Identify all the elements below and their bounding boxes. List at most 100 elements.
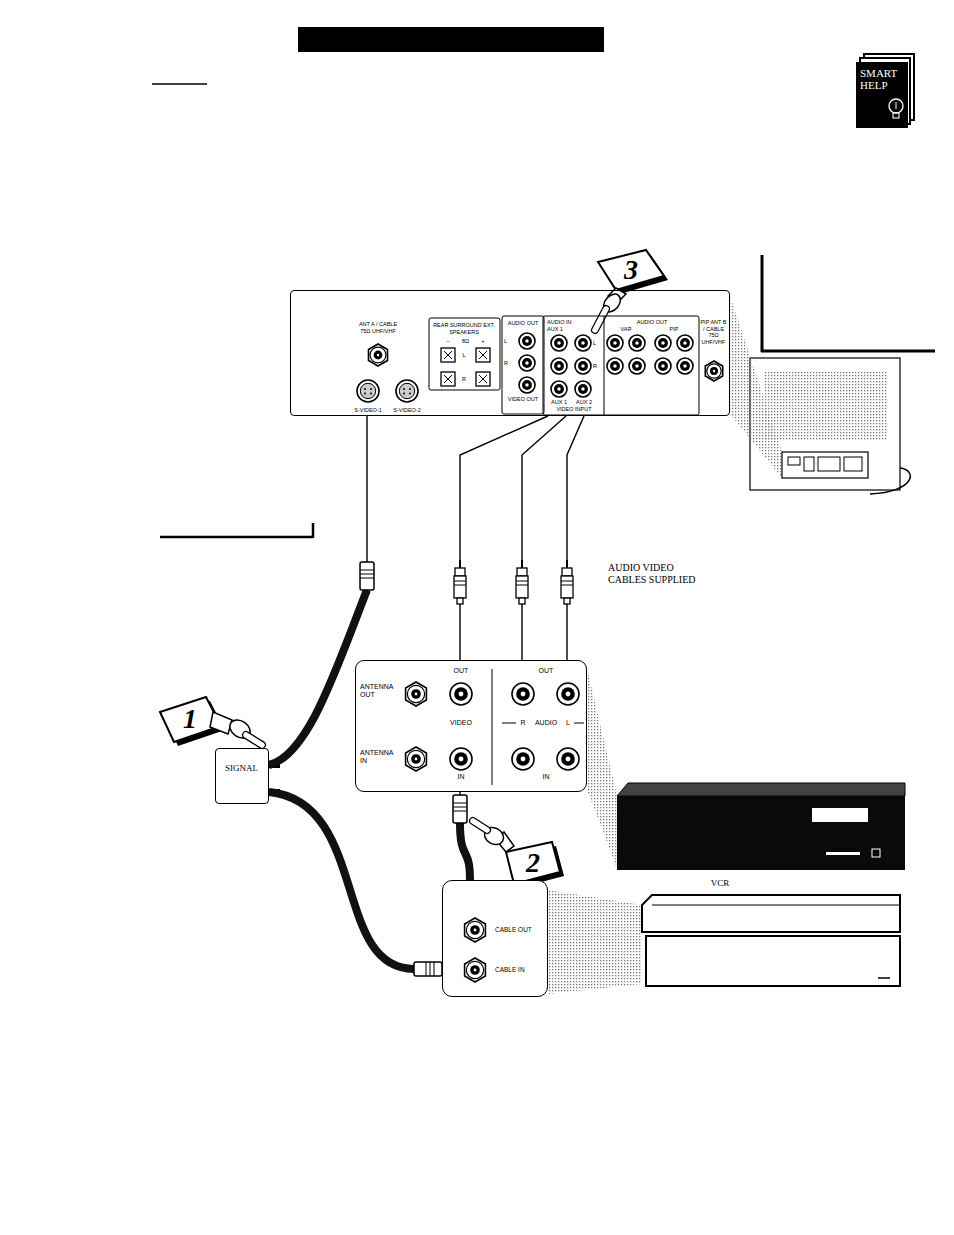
- title-bar: [298, 27, 604, 52]
- rca-plug: [516, 585, 528, 586]
- cable-line: [567, 416, 584, 560]
- panel-rule: [492, 669, 493, 785]
- tv-set: [765, 372, 887, 440]
- s-video-jack: [370, 388, 372, 390]
- rca-plug: [454, 581, 466, 582]
- speaker-terminal: [441, 372, 455, 386]
- vcr-unit: [617, 796, 905, 870]
- vcr-unit: [812, 808, 868, 822]
- rca-jack: [578, 384, 588, 394]
- coax-jack: [407, 685, 424, 702]
- coax-jack: [466, 961, 483, 978]
- bulb-icon: [893, 113, 899, 118]
- rca-jack: [557, 341, 561, 345]
- tv-set: [782, 452, 868, 478]
- rca-jack: [525, 361, 529, 365]
- rca-plug: [561, 576, 573, 598]
- panel-text: VIDEO OUT: [503, 396, 543, 403]
- pointer-hand-1: [246, 735, 262, 745]
- speaker-terminal: [444, 351, 452, 359]
- callout-number: 1: [176, 703, 204, 735]
- rca-jack: [677, 358, 693, 374]
- coax-jack: [466, 921, 483, 938]
- rca-jack: [629, 358, 645, 374]
- speaker-terminal: [441, 348, 455, 362]
- coax-jack: [377, 354, 380, 357]
- bulb-icon: [896, 102, 897, 109]
- coax-connector: [434, 962, 435, 976]
- cable-box-panel-drawing: [443, 881, 549, 998]
- rca-jack: [551, 381, 567, 397]
- callout-number: 2: [519, 847, 547, 879]
- speaker-terminal: [476, 372, 490, 386]
- s-video-jack: [403, 388, 405, 390]
- coax-jack: [474, 969, 477, 972]
- tv-set: [844, 457, 862, 471]
- vcr-unit: [617, 783, 905, 796]
- rca-jack: [575, 358, 591, 374]
- rca-plug: [454, 576, 466, 598]
- rca-plug: [459, 560, 461, 568]
- panel-text: L: [504, 338, 512, 345]
- coax-jack: [465, 918, 486, 942]
- tv-panel-ground: [290, 290, 730, 416]
- panel-text: PIP: [661, 326, 687, 333]
- coax-jack: [415, 758, 418, 761]
- rca-jack: [613, 364, 617, 368]
- rca-jack: [613, 341, 617, 345]
- panel-text: R: [593, 363, 603, 370]
- pointer-hand-2: [473, 821, 487, 830]
- rca-jack: [661, 341, 665, 345]
- rca-jack: [512, 683, 534, 705]
- panel-text: L: [564, 719, 572, 727]
- panel-text: ANT A / CABLE 75Ω UHF/VHF: [355, 321, 401, 334]
- panel-section: [543, 316, 699, 415]
- rca-plug: [457, 598, 463, 604]
- rca-jack: [450, 748, 472, 770]
- coax-cable: [269, 590, 367, 765]
- rca-plug: [516, 576, 528, 598]
- s-video-jack: [360, 383, 375, 398]
- cable-box-panel: CABLE OUTCABLE IN: [442, 880, 548, 997]
- cable-line: [459, 604, 460, 660]
- coax-jack: [370, 347, 386, 363]
- connector-end: [561, 560, 573, 604]
- rca-jack: [561, 687, 575, 701]
- coax-jack: [374, 351, 383, 360]
- rca-jack: [516, 687, 530, 701]
- tv-set: [804, 457, 814, 471]
- rca-plug: [516, 581, 528, 582]
- tv-set: [761, 255, 764, 352]
- panel-text: CABLE OUT: [495, 926, 547, 934]
- vcr-rear-panel-drawing: [356, 661, 588, 793]
- rca-plug: [566, 560, 568, 568]
- coax-cable: [269, 792, 442, 976]
- speaker-terminal: [444, 375, 452, 383]
- rca-jack: [450, 683, 472, 705]
- rule: [160, 523, 313, 538]
- vcr-unit: [826, 852, 860, 855]
- coax-jack: [707, 364, 721, 378]
- panel-text: SMART HELP: [860, 67, 904, 91]
- rca-jack: [680, 338, 690, 348]
- coax-jack: [407, 750, 424, 767]
- coax-connector: [453, 803, 467, 804]
- rca-jack: [658, 361, 668, 371]
- rca-jack: [661, 364, 665, 368]
- rca-jack: [519, 333, 535, 349]
- rule: [152, 83, 207, 85]
- panel-section: [429, 318, 500, 390]
- rca-jack: [459, 757, 464, 762]
- coax-connector: [453, 811, 467, 812]
- rca-plug: [562, 568, 572, 576]
- rca-jack: [512, 748, 534, 770]
- cable-line: [460, 416, 548, 560]
- coax-jack: [474, 929, 477, 932]
- rca-jack: [521, 757, 526, 762]
- coax-cable: [460, 823, 470, 880]
- rca-jack: [522, 380, 532, 390]
- rca-plug: [517, 568, 527, 576]
- panel-text: R: [519, 719, 527, 727]
- audio-video-cable: [516, 416, 566, 660]
